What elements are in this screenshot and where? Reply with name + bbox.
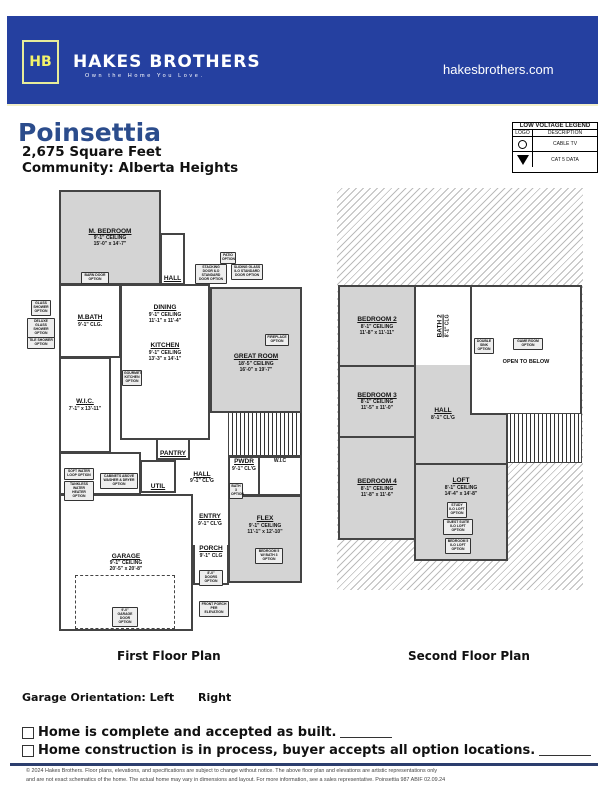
option-tag: FRONT PORCH PER ELEVATION [199,601,229,617]
option-tag: GAME ROOM OPTION [513,338,543,350]
option-tag: BARN DOOR OPTION [81,272,109,284]
acceptance-row: Home is complete and accepted as built. [22,725,393,740]
option-tag: FIREPLACE OPTION [265,334,289,346]
option-tag: DELUXE GLASS SHOWER OPTION [27,318,55,338]
option-tag: STUDY ILO LOFT OPTION [447,502,467,518]
initials-line[interactable] [539,746,592,756]
legend-item-label: CABLE TV [552,141,578,147]
cat5-data-icon [513,152,533,167]
option-tag: DOUBLE SINK OPTION [474,338,494,354]
staircase [228,412,302,456]
legend-col-logo: LOGO [513,130,533,136]
checkbox[interactable] [22,744,34,757]
footer-disclaimer-1: © 2024 Hakes Brothers. Floor plans, elev… [26,768,438,774]
option-tag: GOURMET KITCHEN OPTION [122,370,142,386]
staircase-upper [506,413,582,463]
acceptance-text: Home is complete and accepted as built. [38,725,337,740]
garage-door [75,575,175,629]
room-wic-2: W.I.C [258,456,302,496]
option-tag: BATH 3 OPTION [229,483,244,499]
initials-line[interactable] [340,728,393,738]
first-floor-label: First Floor Plan [117,649,221,663]
community: Community: Alberta Heights [22,160,239,176]
option-tag: 8'-0" DOORS OPTION [199,570,223,586]
option-tag: STACKING DOOR ILO STANDARD DOOR OPTION [195,264,227,284]
tagline: Own the Home You Love. [85,73,205,79]
option-tag: SOFT WATER LOOP OPTION [64,468,94,480]
low-voltage-legend: LOW VOLTAGE LEGEND LOGO DESCRIPTION CABLE… [512,122,598,173]
plan-title: Poinsettia [18,118,162,147]
option-tag: BEDROOM 5 ILO LOFT OPTION [445,538,471,554]
room-hall: HALL [160,233,185,285]
footer-disclaimer-2: and are not exact schematics of the home… [26,777,446,783]
hb-logo: HB [22,40,59,84]
legend-col-desc: DESCRIPTION [547,130,583,136]
garage-orientation: Garage Orientation: Left Right [22,691,231,704]
option-tag: TANKLESS WATER HEATER OPTION [64,481,94,501]
header-banner: HB HAKES BROTHERS Own the Home You Love.… [7,16,598,106]
acceptance-text: Home construction is in process, buyer a… [38,743,536,758]
garage-orientation-left[interactable]: Garage Orientation: Left [22,691,175,704]
room-util: UTIL [140,460,176,493]
legend-item-label: CAT 5 DATA [551,156,579,163]
brand-name: HAKES BROTHERS [73,52,261,72]
option-tag: SLIDING GLASS ILO STANDARD DOOR OPTION [231,264,263,280]
landing [470,413,508,465]
footer-divider [10,763,598,766]
option-tag: 9'-0" GARAGE DOOR OPTION [112,607,138,627]
option-tag: BEDROOM 5 W/ BATH 3 OPTION [255,548,283,564]
room-pantry: PANTRY [156,438,190,460]
option-tag: GUEST SUITE ILO LOFT OPTION [443,519,473,535]
website-link[interactable]: hakesbrothers.com [443,62,554,77]
cable-tv-icon [513,137,533,151]
square-feet: 2,675 Square Feet [22,144,162,160]
option-tag: PATIO OPTION [220,252,236,264]
option-tag: CABINETS ABOVE WASHER & DRYER OPTION [100,473,138,489]
legend-title: LOW VOLTAGE LEGEND [513,123,597,130]
checkbox[interactable] [22,726,34,739]
second-floor-label: Second Floor Plan [408,649,530,663]
acceptance-row: Home construction is in process, buyer a… [22,743,592,758]
garage-orientation-right[interactable]: Right [198,691,232,704]
room-wic: W.I.C.7'-1" x 13'-11" [59,357,111,453]
option-tag: TILE SHOWER OPTION [27,337,55,349]
option-tag: GLASS SHOWER OPTION [31,300,51,316]
